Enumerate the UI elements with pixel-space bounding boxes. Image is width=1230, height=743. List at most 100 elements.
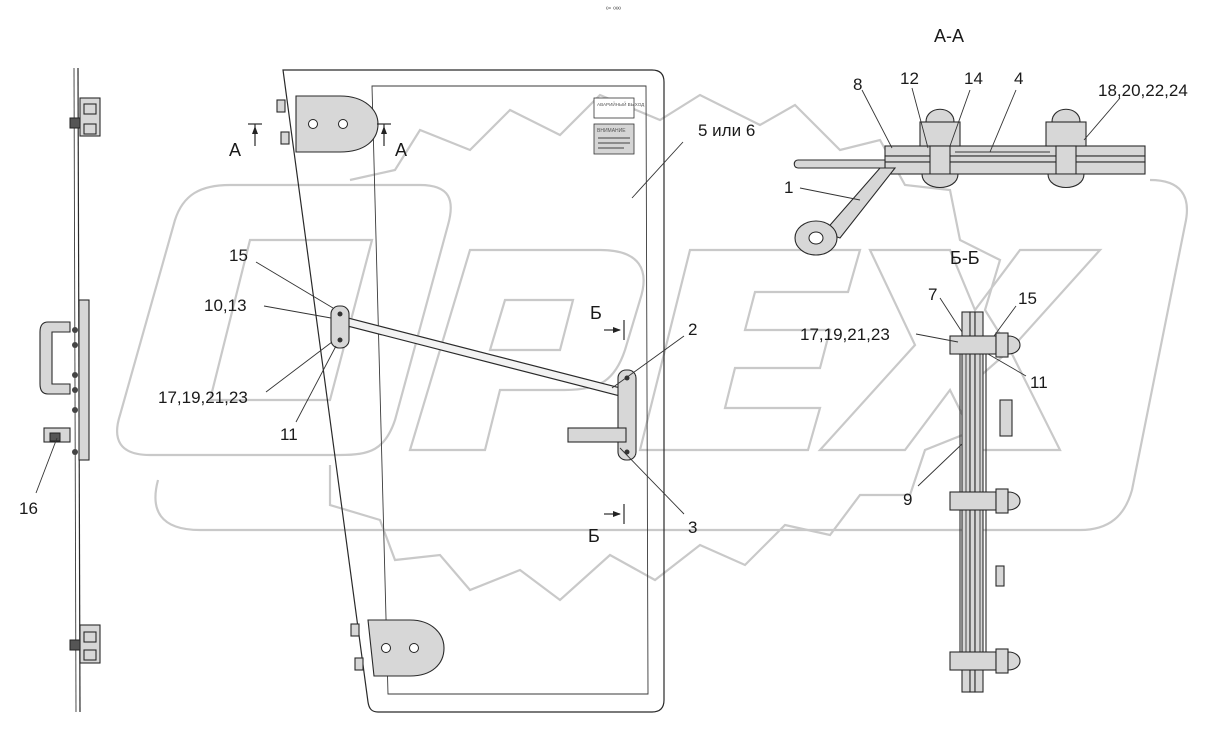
leader-4 xyxy=(989,89,1017,153)
callout-7: 7 xyxy=(928,285,937,304)
callout-17-right: 17,19,21,23 xyxy=(800,325,890,344)
callout-2: 2 xyxy=(688,320,697,339)
top-hinge-knuckle xyxy=(280,131,290,145)
leader-15-left xyxy=(255,261,334,309)
section-b-stub-lower xyxy=(995,565,1005,587)
side-view-rivet xyxy=(72,342,78,348)
side-view-bottom-bolt xyxy=(69,639,81,651)
side-view-rivet xyxy=(72,327,78,333)
bottom-hinge-hole xyxy=(409,643,419,653)
cut-label-a-left: А xyxy=(229,140,241,160)
warning-text: ВНИМАНИЕ xyxy=(597,128,626,134)
side-view-top-hinge-plate-lower xyxy=(83,123,97,135)
section-a-bolt-1 xyxy=(929,145,951,175)
cut-label-b-bottom: Б xyxy=(588,526,600,546)
watermark-letter-p xyxy=(408,248,645,452)
section-b-bolt-3 xyxy=(949,648,1021,674)
leader-2 xyxy=(611,335,685,389)
leader-10-13 xyxy=(263,305,332,319)
section-a-bolt-head-2 xyxy=(1047,173,1085,188)
watermark-letter-x xyxy=(817,248,1103,452)
callout-16: 16 xyxy=(19,499,38,518)
leader-14 xyxy=(949,89,971,147)
section-b-b: Б-Б 7 15 17,19, xyxy=(800,248,1048,693)
section-title-b-b: Б-Б xyxy=(950,248,980,268)
bracket-bolt xyxy=(337,311,343,317)
cut-mark-a-left-head xyxy=(252,126,258,134)
rod-body xyxy=(336,316,632,398)
leader-18 xyxy=(1083,97,1121,141)
callout-12: 12 xyxy=(900,69,919,88)
leader-12 xyxy=(911,87,929,149)
section-title-a-a: А-А xyxy=(934,26,964,46)
side-view-rivet xyxy=(72,449,78,455)
callout-9: 9 xyxy=(903,490,912,509)
leader-8 xyxy=(861,89,893,149)
callout-4: 4 xyxy=(1014,69,1023,88)
bracket-bolt xyxy=(337,337,343,343)
bracket-bolt xyxy=(624,449,630,455)
cut-label-a-right: А xyxy=(395,140,407,160)
leader-15-right xyxy=(993,305,1017,337)
callout-8: 8 xyxy=(853,75,862,94)
callout-14: 14 xyxy=(964,69,983,88)
section-b-stub xyxy=(999,399,1013,437)
side-view-top-bolt xyxy=(69,117,81,129)
door-inner-outline xyxy=(371,85,649,695)
door-front-view: АВАРИЙНЫЙ ВЫХОД ВНИМАНИЕ А А Б xyxy=(158,69,755,713)
leader-17-right xyxy=(915,333,959,343)
cut-label-b-top: Б xyxy=(590,303,602,323)
lever-handle xyxy=(567,427,627,443)
bottom-hinge-knuckle xyxy=(354,657,364,671)
watermark-frame xyxy=(200,178,1188,532)
side-view-latch-body xyxy=(49,432,61,442)
bottom-hinge-hole xyxy=(381,643,391,653)
section-b-bolt-2 xyxy=(949,488,1021,514)
leader-1 xyxy=(799,187,861,201)
callout-11-left: 11 xyxy=(280,425,298,444)
watermark-letter-o xyxy=(116,183,452,457)
leader-7 xyxy=(939,297,963,333)
side-view-handle xyxy=(39,321,71,395)
side-view: 16 xyxy=(19,67,101,713)
emergency-exit-plate xyxy=(593,97,635,119)
side-view-bottom-hinge-plate-lower xyxy=(83,649,97,661)
cut-mark-b-bottom-head xyxy=(613,511,621,517)
side-view-rivet xyxy=(72,407,78,413)
section-a-cap-nut-1 xyxy=(925,108,955,123)
callout-17-left: 17,19,21,23 xyxy=(158,388,248,407)
section-a-bracket xyxy=(793,159,886,169)
side-view-mount-strip xyxy=(78,299,90,461)
side-view-bottom-hinge-plate xyxy=(83,631,97,643)
callout-10-13: 10,13 xyxy=(204,296,247,315)
section-a-bolt-2 xyxy=(1055,145,1077,175)
top-hinge-hole xyxy=(338,119,348,129)
section-a-bolt-head-1 xyxy=(921,173,959,188)
bottom-hinge-plate xyxy=(367,619,445,677)
leader-11-left xyxy=(295,345,337,423)
top-hinge-knuckle xyxy=(276,99,286,113)
watermark-letter-e xyxy=(638,248,862,452)
leader-9 xyxy=(917,443,963,487)
leader-17-left xyxy=(265,341,333,393)
watermark-frame-left xyxy=(154,479,201,532)
callout-15-left: 15 xyxy=(229,246,248,265)
callout-3: 3 xyxy=(688,518,697,537)
section-a-cap-nut-2 xyxy=(1051,108,1081,123)
warning-plate xyxy=(593,123,635,155)
callout-18: 18,20,22,24 xyxy=(1098,81,1188,100)
top-hinge-hole xyxy=(308,119,318,129)
cut-mark-b-top-head xyxy=(613,327,621,333)
door-panel xyxy=(282,69,665,713)
leader-16 xyxy=(35,437,58,494)
section-a-arm-hole xyxy=(808,231,824,245)
callout-1: 1 xyxy=(784,178,793,197)
callout-5-6: 5 или 6 xyxy=(698,121,755,140)
side-view-top-hinge-plate xyxy=(83,103,97,115)
rod-left-bracket xyxy=(330,305,350,349)
cut-mark-a-right-head xyxy=(381,126,387,134)
callout-15-right: 15 xyxy=(1018,289,1037,308)
side-view-rivet xyxy=(72,372,78,378)
